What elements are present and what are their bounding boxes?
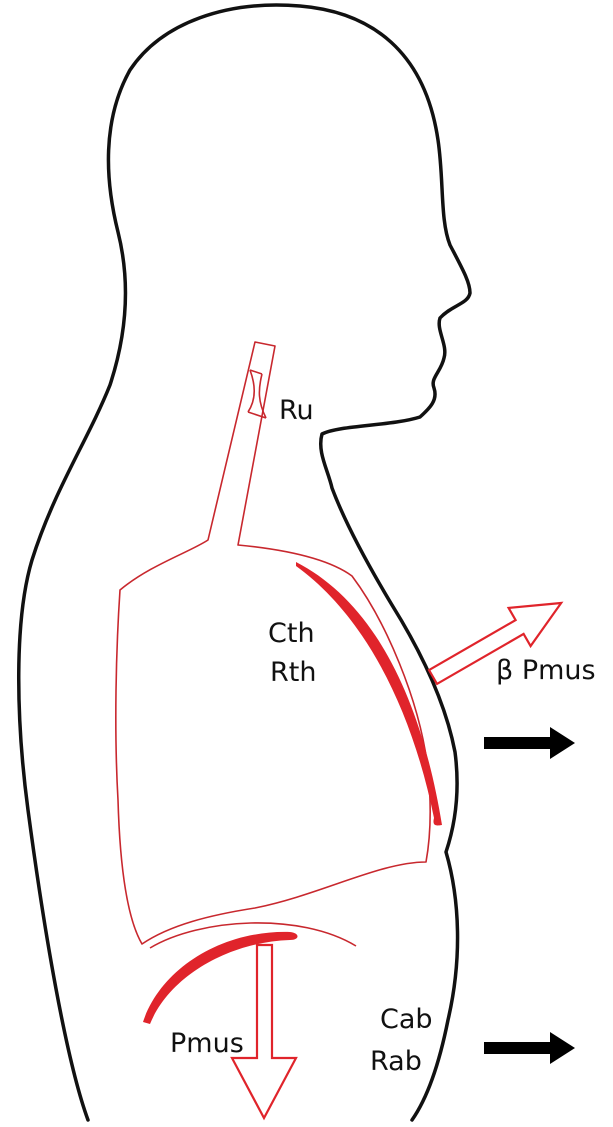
label-pmus: Pmus (170, 1028, 244, 1059)
label-ru: Ru (279, 395, 314, 426)
label-cth: Cth (268, 618, 315, 649)
label-rab: Rab (370, 1046, 422, 1077)
label-rth: Rth (270, 657, 316, 688)
diaphragm-muscle (143, 932, 298, 1024)
upper-airway-constriction (248, 370, 266, 418)
label-beta-pmus: β Pmus (496, 655, 596, 686)
chest-motion-arrow (484, 727, 575, 759)
label-cab: Cab (380, 1004, 433, 1035)
body-silhouette (19, 5, 470, 1120)
abdomen-motion-arrow (484, 1032, 575, 1064)
